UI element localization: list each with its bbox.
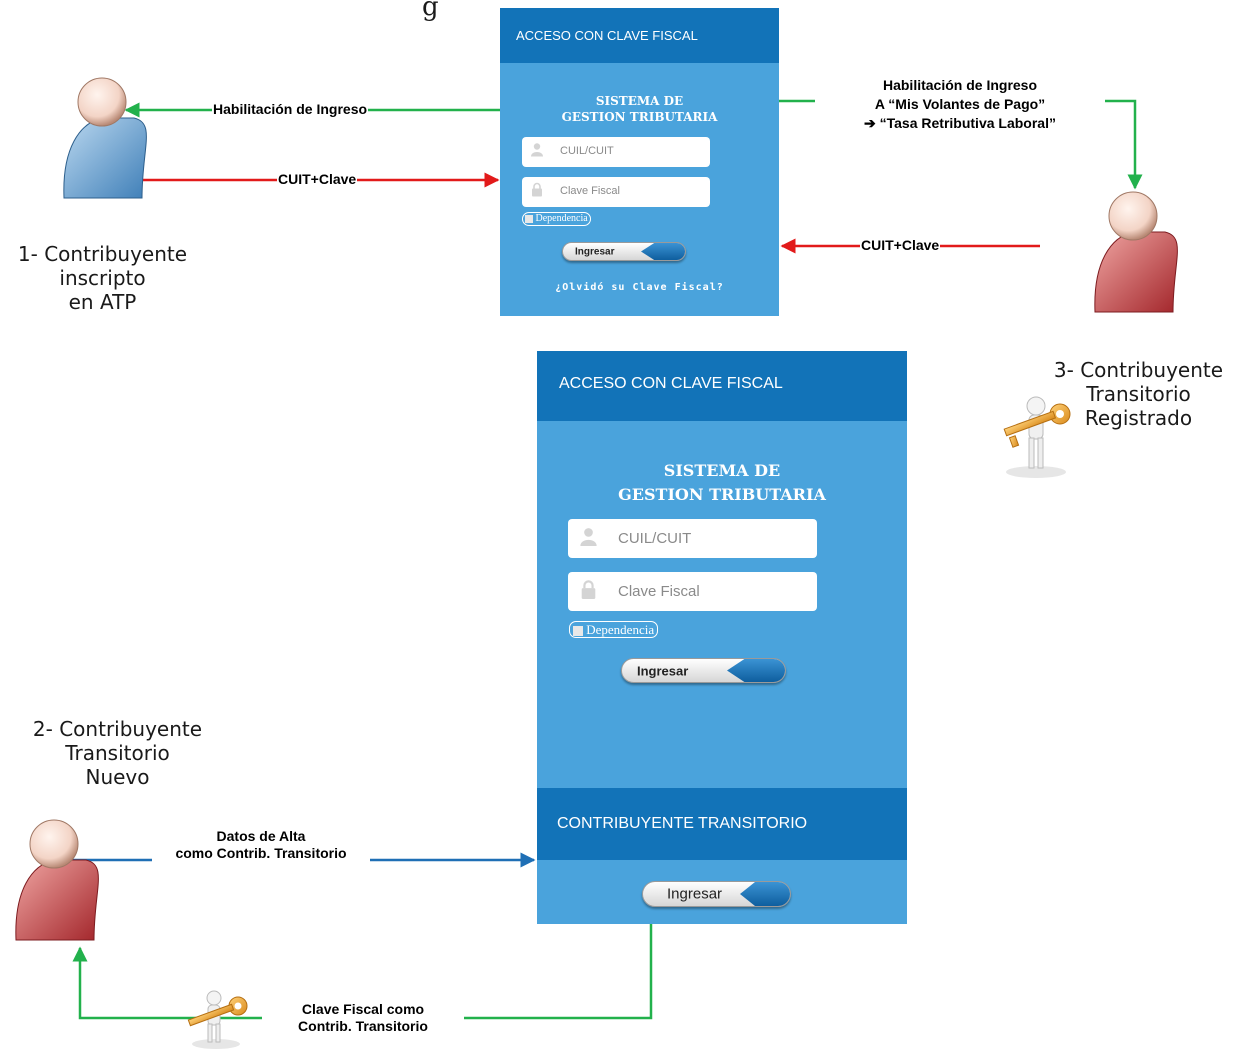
- transitorio-header: CONTRIBUYENTE TRANSITORIO: [537, 788, 907, 860]
- arrow-label-habilitacion-p3-line1: Habilitación de Ingreso: [882, 77, 1038, 93]
- login-panel-small: ACCESO CON CLAVE FISCAL SISTEMA DE GESTI…: [500, 8, 779, 316]
- lock-icon: [530, 182, 544, 202]
- key-figure-icon: [1003, 396, 1071, 478]
- checkbox-box: [573, 626, 583, 637]
- checkbox-box: [525, 214, 533, 223]
- button-tail-icon: [641, 243, 685, 260]
- transitorio-header-text: CONTRIBUYENTE TRANSITORIO: [557, 815, 808, 832]
- label-contribuyente-2: 2- Contribuyente Transitorio Nuevo: [32, 717, 203, 789]
- button-tail-icon: [740, 882, 790, 906]
- panel-header-large-text: ACCESO CON CLAVE FISCAL: [559, 375, 783, 392]
- clipped-heading-fragment: g: [422, 0, 439, 22]
- ingresar-button-small[interactable]: Ingresar: [562, 242, 686, 261]
- forgot-password-link[interactable]: ¿Olvidó su Clave Fiscal?: [555, 282, 724, 293]
- arrow-label-cuit-p1: CUIT+Clave: [277, 171, 358, 188]
- dependencia-label-small: Dependencia: [535, 213, 588, 224]
- user-icon: [530, 143, 544, 162]
- panel-title-small-line1: SISTEMA DE: [595, 94, 684, 108]
- user-icon-contribuyente-3: [1094, 191, 1178, 313]
- cuil-placeholder-large: CUIL/CUIT: [618, 530, 692, 547]
- panel-title-small-line2: GESTION TRIBUTARIA: [561, 110, 718, 124]
- label-contribuyente-3: 3- Contribuyente Transitorio Registrado: [1053, 358, 1224, 430]
- arrow-label-cuit-p3: CUIT+Clave: [860, 237, 941, 254]
- user-icon: [579, 527, 598, 551]
- cuil-placeholder-small: CUIL/CUIT: [560, 145, 614, 157]
- arrow-label-clave-fiscal: Clave Fiscal como Contrib. Transitorio: [262, 1001, 464, 1035]
- key-figure-icon-bottom: [187, 990, 248, 1049]
- transitorio-ingresar-label: Ingresar: [667, 885, 723, 903]
- cuil-input-large[interactable]: CUIL/CUIT: [568, 519, 817, 558]
- arrow-label-datos-alta: Datos de Alta como Contrib. Transitorio: [152, 828, 370, 862]
- clave-input-small[interactable]: Clave Fiscal: [522, 177, 710, 207]
- arrow-label-habilitacion-p1: Habilitación de Ingreso: [212, 101, 369, 118]
- ingresar-button-large[interactable]: Ingresar: [621, 658, 786, 683]
- dependencia-label-large: Dependencia: [586, 622, 655, 637]
- lock-icon: [579, 579, 598, 604]
- panel-header-small-text: ACCESO CON CLAVE FISCAL: [516, 28, 698, 43]
- panel-header-small: ACCESO CON CLAVE FISCAL: [500, 8, 779, 63]
- panel-header-large: ACCESO CON CLAVE FISCAL: [537, 351, 907, 421]
- cuil-input-small[interactable]: CUIL/CUIT: [522, 137, 710, 167]
- login-panel-large: ACCESO CON CLAVE FISCAL SISTEMA DE GESTI…: [537, 351, 907, 924]
- arrow-label-habilitacion-p3: Habilitación de Ingreso A “Mis Volantes …: [815, 76, 1105, 133]
- dependencia-checkbox-large[interactable]: Dependencia: [569, 621, 659, 638]
- user-icon-contribuyente-1: [63, 77, 147, 199]
- clave-input-large[interactable]: Clave Fiscal: [568, 572, 817, 611]
- panel-title-large-line2: GESTION TRIBUTARIA: [618, 485, 826, 504]
- arrow-label-habilitacion-p3-line3: ➔ “Tasa Retributiva Laboral”: [864, 115, 1056, 131]
- clave-placeholder-small: Clave Fiscal: [560, 185, 620, 197]
- label-contribuyente-1: 1- Contribuyente inscripto en ATP: [17, 242, 188, 314]
- panel-title-large-line1: SISTEMA DE: [663, 461, 781, 480]
- ingresar-label-large: Ingresar: [637, 663, 689, 678]
- arrow-label-habilitacion-p3-line2: A “Mis Volantes de Pago”: [874, 96, 1046, 112]
- transitorio-ingresar-button[interactable]: Ingresar: [642, 881, 791, 907]
- ingresar-label-small: Ingresar: [575, 246, 615, 257]
- button-tail-icon: [727, 659, 785, 682]
- dependencia-checkbox-small[interactable]: Dependencia: [522, 212, 591, 226]
- clave-placeholder-large: Clave Fiscal: [618, 583, 700, 600]
- user-icon-contribuyente-2: [15, 819, 99, 941]
